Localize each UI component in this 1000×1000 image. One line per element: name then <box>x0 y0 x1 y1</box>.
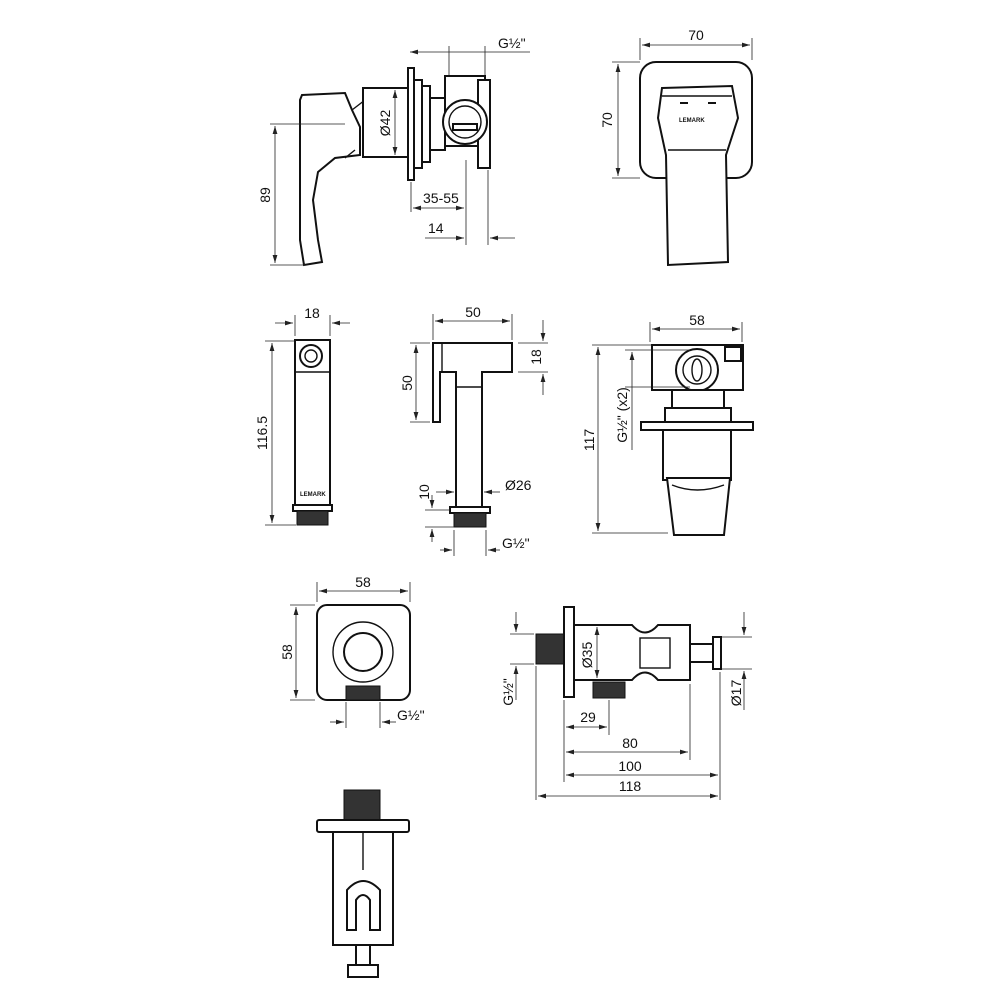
angle-valve-view: G½" Ø35 Ø17 29 80 100 118 <box>500 606 752 800</box>
outlet-thread-label: G½" <box>397 707 425 723</box>
shower-width-label: 50 <box>465 304 481 320</box>
connector-height-label: 117 <box>581 429 597 452</box>
connector-thread-label: G½" (x2) <box>614 387 630 443</box>
valve-diameter-label: Ø35 <box>579 642 595 669</box>
valve-knob-diameter-label: Ø17 <box>728 680 744 707</box>
valve-dim-118: 118 <box>619 778 642 794</box>
mixer-front-view: LEMARK 70 70 <box>599 27 753 267</box>
shower-holder-view <box>316 789 410 978</box>
mixer-logo: LEMARK <box>679 118 705 124</box>
shower-side-logo: LEMARK <box>300 492 326 498</box>
shower-thread-label: G½" <box>502 535 530 551</box>
shower-diameter-label: Ø26 <box>505 477 532 493</box>
outlet-width-label: 58 <box>355 574 371 590</box>
connector-width-label: 58 <box>689 312 705 328</box>
shower-side-width-label: 18 <box>304 305 320 321</box>
mixer-offset-label: 14 <box>428 220 444 236</box>
valve-dim-100: 100 <box>618 758 642 774</box>
mixer-thread-label: G½" <box>498 35 526 51</box>
shower-head-height-label: 18 <box>528 349 544 365</box>
valve-dim-80: 80 <box>622 735 638 751</box>
outlet-height-label: 58 <box>279 644 295 660</box>
shower-collar-label: 10 <box>416 484 432 500</box>
wall-outlet-view: 58 58 G½" <box>279 574 425 728</box>
shower-height-label: 50 <box>399 375 415 391</box>
valve-dim-29: 29 <box>580 709 596 725</box>
mixer-width-label: 70 <box>688 27 704 43</box>
connector-box-view: 58 117 G½" (x2) <box>581 312 754 536</box>
mixer-wall-range-label: 35-55 <box>423 190 459 206</box>
hand-shower-side-view: LEMARK 18 116.5 <box>254 305 350 526</box>
hand-shower-front-view: 50 18 50 Ø26 10 G½" <box>399 304 548 556</box>
shower-length-label: 116.5 <box>254 416 270 450</box>
mixer-side-view: G½" Ø42 89 35-55 14 <box>257 35 530 267</box>
valve-thread-label: G½" <box>500 678 516 706</box>
mixer-diameter-label: Ø42 <box>377 110 393 137</box>
mixer-height-label: 89 <box>257 187 273 203</box>
mixer-plate-height-label: 70 <box>599 112 615 128</box>
